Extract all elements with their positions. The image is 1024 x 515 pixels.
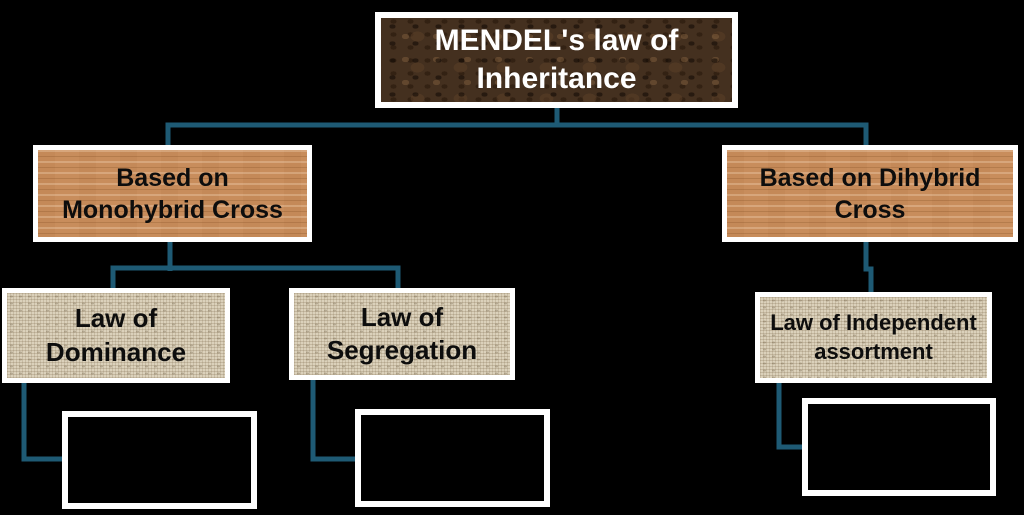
empty-detail-box-1	[62, 411, 257, 509]
connector-dominance-to-empty	[21, 383, 64, 462]
empty-detail-box-2	[355, 409, 550, 507]
law-node-independent-assortment: Law of Independent assortment	[755, 292, 992, 383]
connector-monohybrid-to-laws	[110, 265, 401, 290]
empty-detail-box-3	[802, 398, 996, 496]
root-node-mendels-law: MENDEL's law of Inheritance	[375, 12, 738, 108]
branch-node-monohybrid-label: Based on Monohybrid Cross	[62, 163, 283, 224]
law-node-segregation-label: Law of Segregation	[326, 301, 478, 365]
law-node-dominance-label: Law of Dominance	[45, 303, 187, 367]
branch-node-dihybrid: Based on Dihybrid Cross	[722, 145, 1018, 242]
law-node-segregation: Law of Segregation	[289, 288, 515, 380]
connector-root-to-branches	[165, 122, 869, 147]
law-node-dominance: Law of Dominance	[2, 288, 230, 383]
connector-segregation-to-empty	[310, 378, 357, 462]
connector-dihybrid-to-assortment	[863, 240, 874, 294]
connector-assortment-to-empty	[776, 381, 804, 450]
branch-node-monohybrid: Based on Monohybrid Cross	[33, 145, 312, 242]
branch-node-dihybrid-label: Based on Dihybrid Cross	[759, 163, 981, 224]
root-node-label: MENDEL's law of Inheritance	[434, 23, 679, 95]
law-node-independent-assortment-label: Law of Independent assortment	[770, 309, 977, 364]
